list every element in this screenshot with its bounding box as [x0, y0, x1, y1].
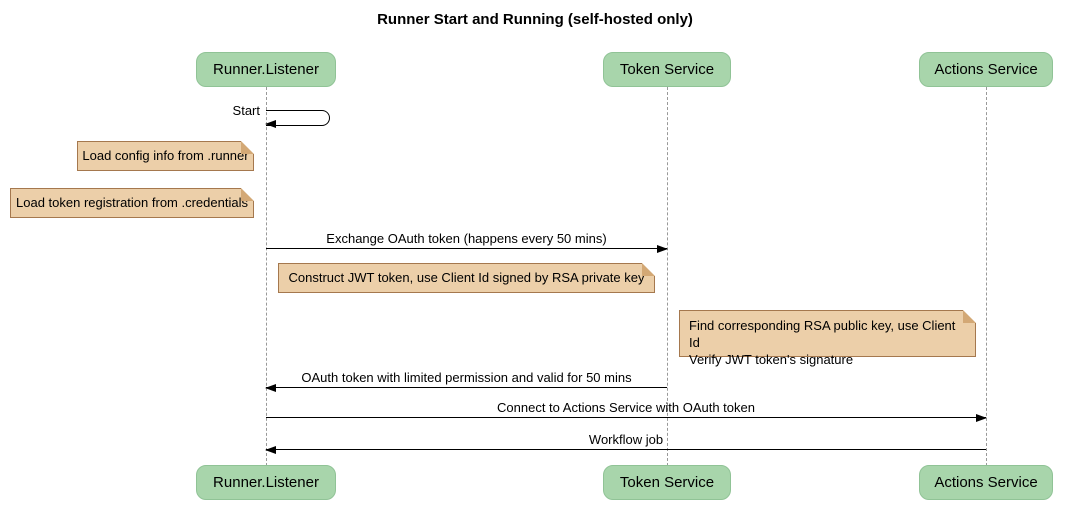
note-line-1: Find corresponding RSA public key, use C…: [689, 318, 956, 350]
self-message-start-loop: [266, 110, 330, 126]
note-line-2: Verify JWT token's signature: [689, 352, 854, 367]
message-label: Connect to Actions Service with OAuth to…: [497, 400, 755, 415]
actor-bottom-runner-listener: Runner.Listener: [196, 465, 336, 500]
note-load-token-registration: Load token registration from .credential…: [10, 188, 254, 218]
arrowhead-icon: [657, 245, 668, 253]
lifeline-runner-listener: [265, 87, 267, 466]
actor-top-actions-service: Actions Service: [919, 52, 1053, 87]
arrowhead-icon: [265, 120, 276, 128]
message-connect-actions-service: Connect to Actions Service with OAuth to…: [266, 396, 987, 422]
note-verify-jwt: Find corresponding RSA public key, use C…: [679, 310, 976, 367]
note-load-config: Load config info from .runner: [77, 141, 254, 171]
lifeline-actions-service: [985, 87, 987, 466]
message-exchange-oauth-token: Exchange OAuth token (happens every 50 m…: [266, 227, 668, 253]
diagram-title: Runner Start and Running (self-hosted on…: [377, 11, 693, 28]
arrowhead-icon: [265, 384, 276, 392]
lifeline-token-service: [666, 87, 668, 466]
message-label: Exchange OAuth token (happens every 50 m…: [326, 231, 607, 246]
actor-top-token-service: Token Service: [603, 52, 731, 87]
actor-bottom-actions-service: Actions Service: [919, 465, 1053, 500]
message-oauth-token-return: OAuth token with limited permission and …: [265, 366, 667, 392]
message-label: Workflow job: [588, 432, 664, 447]
self-message-start-label: Start: [232, 103, 260, 118]
actor-bottom-token-service: Token Service: [603, 465, 731, 500]
message-label: OAuth token with limited permission and …: [301, 370, 632, 385]
actor-top-runner-listener: Runner.Listener: [196, 52, 336, 87]
message-workflow-job: Workflow job: [265, 428, 986, 454]
note-construct-jwt: Construct JWT token, use Client Id signe…: [278, 263, 655, 293]
arrowhead-icon: [976, 414, 987, 422]
arrowhead-icon: [265, 446, 276, 454]
